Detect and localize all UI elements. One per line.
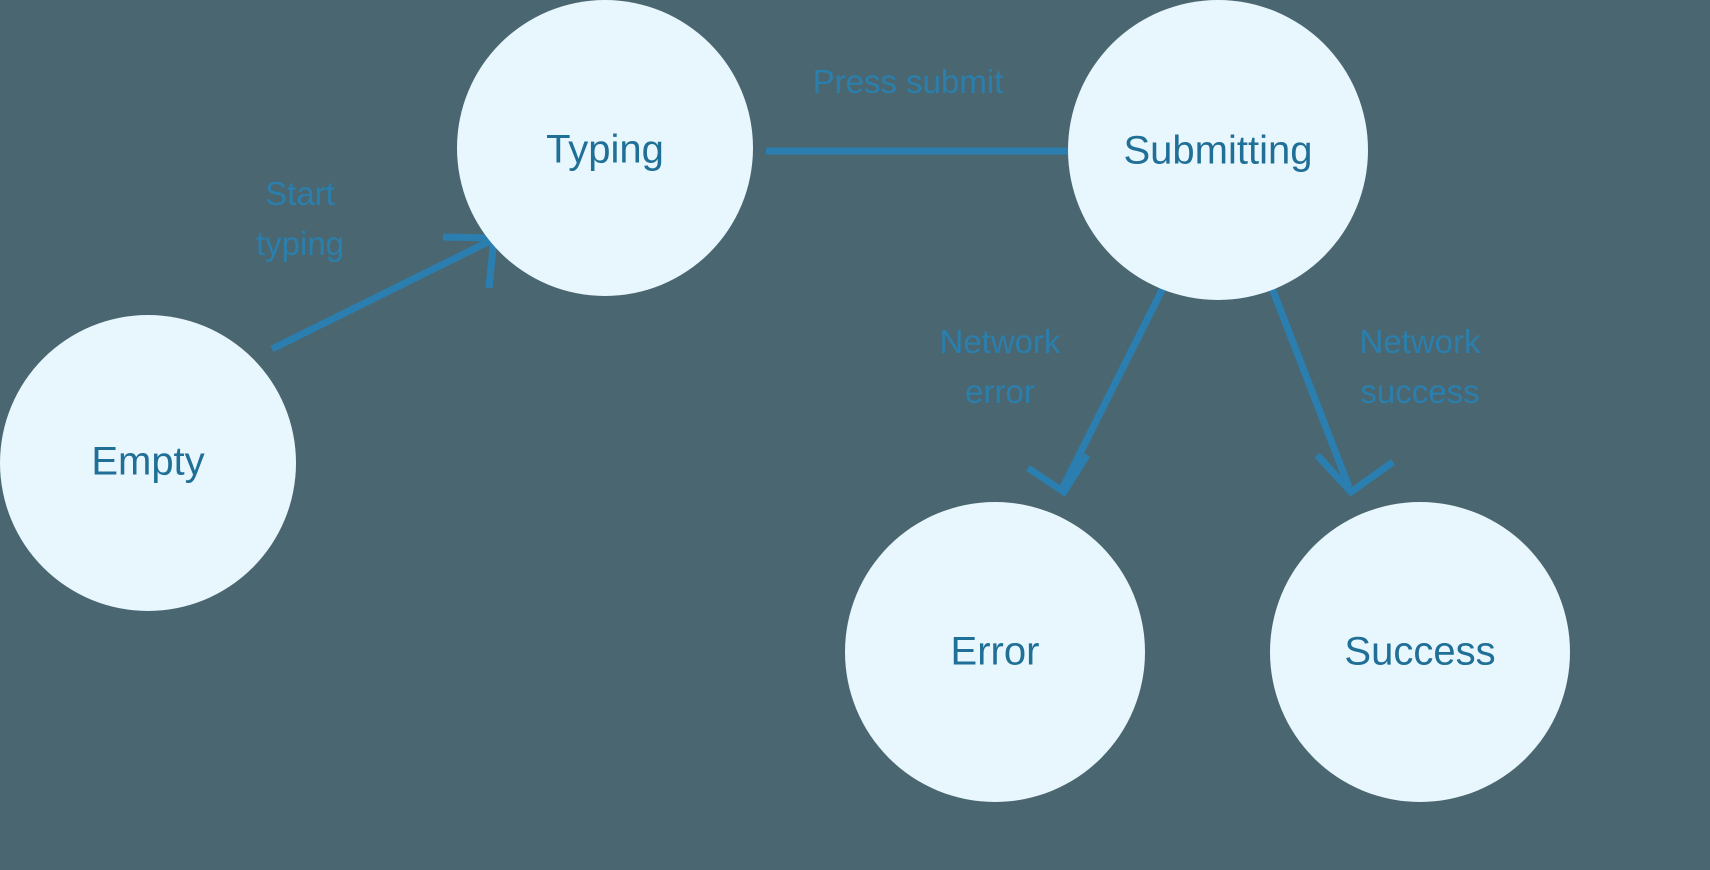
edge-label-start-typing: Start typing	[256, 175, 344, 262]
edge-label-line: success	[1360, 373, 1479, 410]
edge-line	[270, 236, 494, 353]
node-shape[interactable]	[1270, 502, 1570, 802]
edge-label-line: typing	[256, 225, 344, 262]
node-label: Submitting	[1124, 129, 1313, 173]
edge-label-press-submit: Press submit	[813, 63, 1004, 100]
node-empty[interactable]: Empty	[0, 315, 296, 611]
node-label: Typing	[546, 128, 664, 172]
edge-submitting-to-error	[1026, 286, 1167, 497]
node-shape[interactable]	[845, 502, 1145, 802]
edge-label-network-error: Network error	[939, 323, 1061, 410]
node-label: Error	[951, 630, 1040, 674]
node-shape[interactable]	[1068, 0, 1368, 300]
node-success[interactable]: Success	[1270, 502, 1570, 802]
edge-label-line: error	[965, 373, 1035, 410]
edge-label-line: Press submit	[813, 63, 1004, 100]
arrowhead-icon	[1026, 453, 1090, 497]
edge-label-line: Network	[1359, 323, 1481, 360]
edge-line	[1268, 286, 1353, 489]
node-typing[interactable]: Typing	[457, 0, 753, 296]
arrowhead-icon	[1314, 452, 1396, 497]
edge-label-line: Network	[939, 323, 1061, 360]
node-shape[interactable]	[457, 0, 753, 296]
node-submitting[interactable]: Submitting	[1068, 0, 1368, 300]
node-error[interactable]: Error	[845, 502, 1145, 802]
node-label: Success	[1344, 630, 1495, 674]
edge-label-network-success: Network success	[1359, 323, 1481, 410]
edge-label-line: Start	[265, 175, 335, 212]
node-shape[interactable]	[0, 315, 296, 611]
edge-line	[1059, 286, 1167, 489]
node-label: Empty	[91, 440, 204, 484]
edge-submitting-to-success	[1268, 286, 1396, 497]
